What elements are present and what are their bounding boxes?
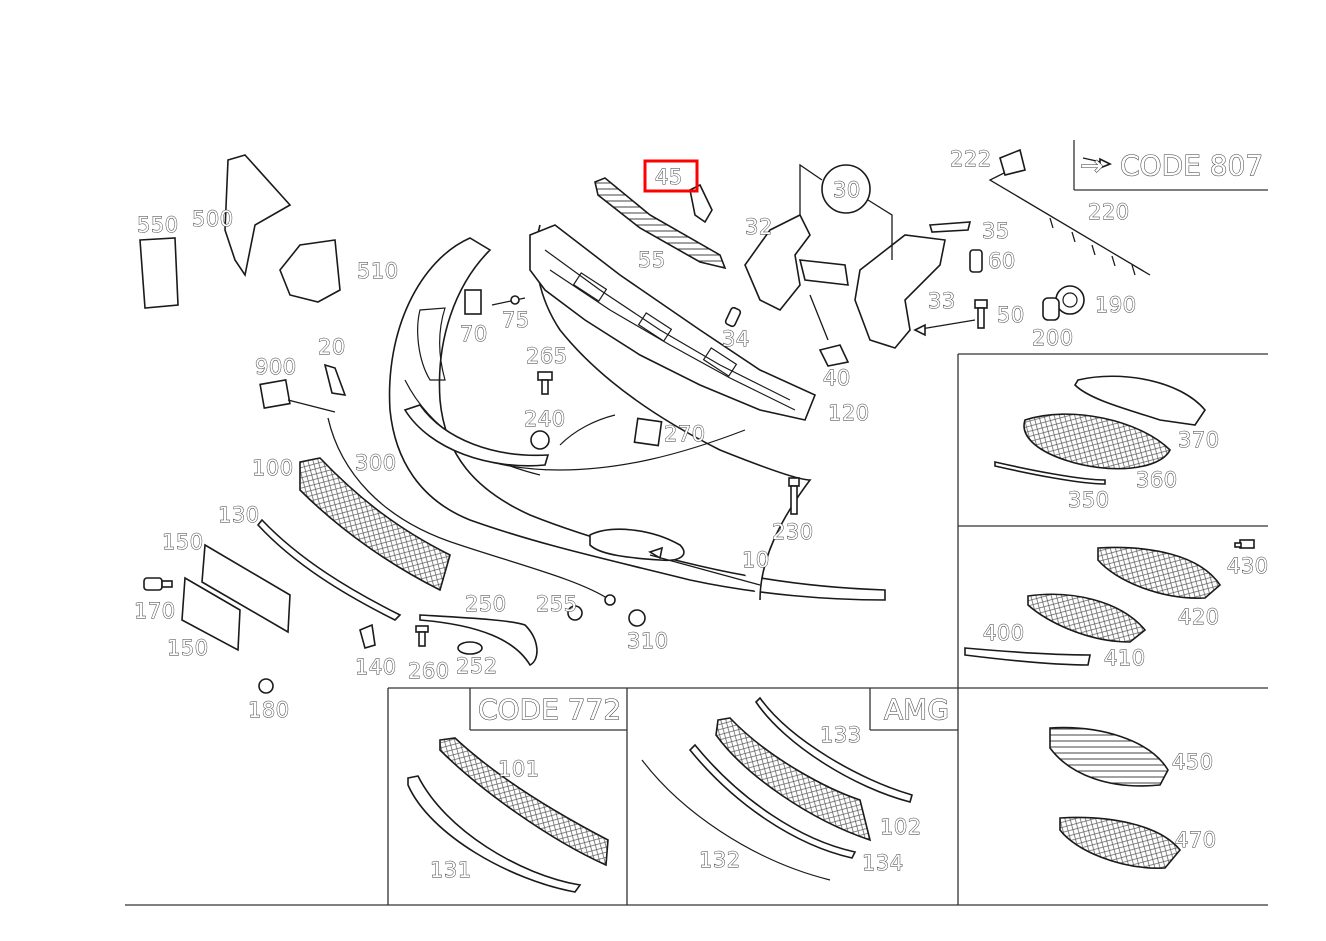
callout-420: 420	[1178, 605, 1220, 629]
callout-252: 252	[456, 654, 498, 678]
callout-200: 200	[1032, 326, 1074, 350]
callout-310: 310	[627, 629, 669, 653]
callout-250: 250	[465, 592, 507, 616]
callout-265: 265	[526, 344, 568, 368]
callout-131: 131	[430, 858, 472, 882]
bumper-carrier	[529, 224, 817, 421]
front-bumper-cover	[388, 224, 886, 601]
callout-133: 133	[820, 723, 862, 747]
callout-260: 260	[408, 659, 450, 683]
callout-470: 470	[1175, 828, 1217, 852]
callout-132: 132	[699, 848, 741, 872]
callout-102: 102	[880, 815, 922, 839]
code-772-label: CODE 772	[478, 693, 621, 726]
side-brackets	[744, 163, 976, 349]
amg-parts	[641, 696, 913, 881]
callout-30: 30	[833, 178, 861, 202]
callout-190: 190	[1095, 293, 1137, 317]
callout-45: 45	[655, 165, 683, 189]
code-807-label: CODE 807	[1120, 149, 1263, 182]
callout-130: 130	[218, 503, 260, 527]
callout-150-bottom: 150	[167, 636, 209, 660]
callout-400: 400	[983, 621, 1025, 645]
amg-label: AMG	[884, 693, 949, 726]
callout-100: 100	[252, 456, 294, 480]
callout-430: 430	[1227, 554, 1269, 578]
callout-900: 900	[255, 355, 297, 379]
callout-40: 40	[823, 366, 851, 390]
highlight-box	[643, 159, 699, 193]
callout-240: 240	[524, 407, 566, 431]
code-772-parts	[407, 737, 609, 893]
callout-510: 510	[357, 259, 399, 283]
callout-222: 222	[950, 147, 992, 171]
callout-55: 55	[638, 248, 666, 272]
callout-labels: 10 20 30 32 33 34 35 40 45 50 55 60 70 7…	[134, 147, 1269, 883]
upper-trim-strip	[594, 177, 727, 270]
wiring-harness	[988, 148, 1151, 276]
code-807-arrow: →	[1080, 149, 1103, 182]
callout-230: 230	[772, 520, 814, 544]
callout-180: 180	[248, 698, 290, 722]
callout-255: 255	[536, 592, 578, 616]
callout-60: 60	[988, 249, 1016, 273]
callout-35: 35	[982, 219, 1010, 243]
callout-450: 450	[1172, 750, 1214, 774]
callout-140: 140	[355, 655, 397, 679]
fog-lamp-trims	[964, 375, 1222, 869]
callout-270: 270	[664, 422, 706, 446]
callout-500: 500	[192, 207, 234, 231]
callout-550: 550	[137, 213, 179, 237]
callout-75: 75	[502, 308, 530, 332]
callout-10: 10	[742, 548, 770, 572]
callout-220: 220	[1088, 200, 1130, 224]
callout-134: 134	[862, 851, 904, 875]
callout-20: 20	[318, 335, 346, 359]
callout-101: 101	[498, 757, 540, 781]
lower-grille-parts	[181, 457, 538, 667]
callout-170: 170	[134, 599, 176, 623]
callout-70: 70	[460, 322, 488, 346]
callout-370: 370	[1178, 428, 1220, 452]
callout-360: 360	[1136, 468, 1178, 492]
callout-32: 32	[745, 215, 773, 239]
callout-350: 350	[1068, 488, 1110, 512]
callout-33: 33	[928, 289, 956, 313]
callout-50: 50	[997, 303, 1025, 327]
panel-frames	[125, 140, 1268, 906]
left-side-parts	[139, 154, 341, 309]
callout-34: 34	[722, 327, 750, 351]
callout-150-top: 150	[162, 530, 204, 554]
callout-120: 120	[828, 401, 870, 425]
callout-410: 410	[1104, 646, 1146, 670]
callout-300: 300	[355, 451, 397, 475]
